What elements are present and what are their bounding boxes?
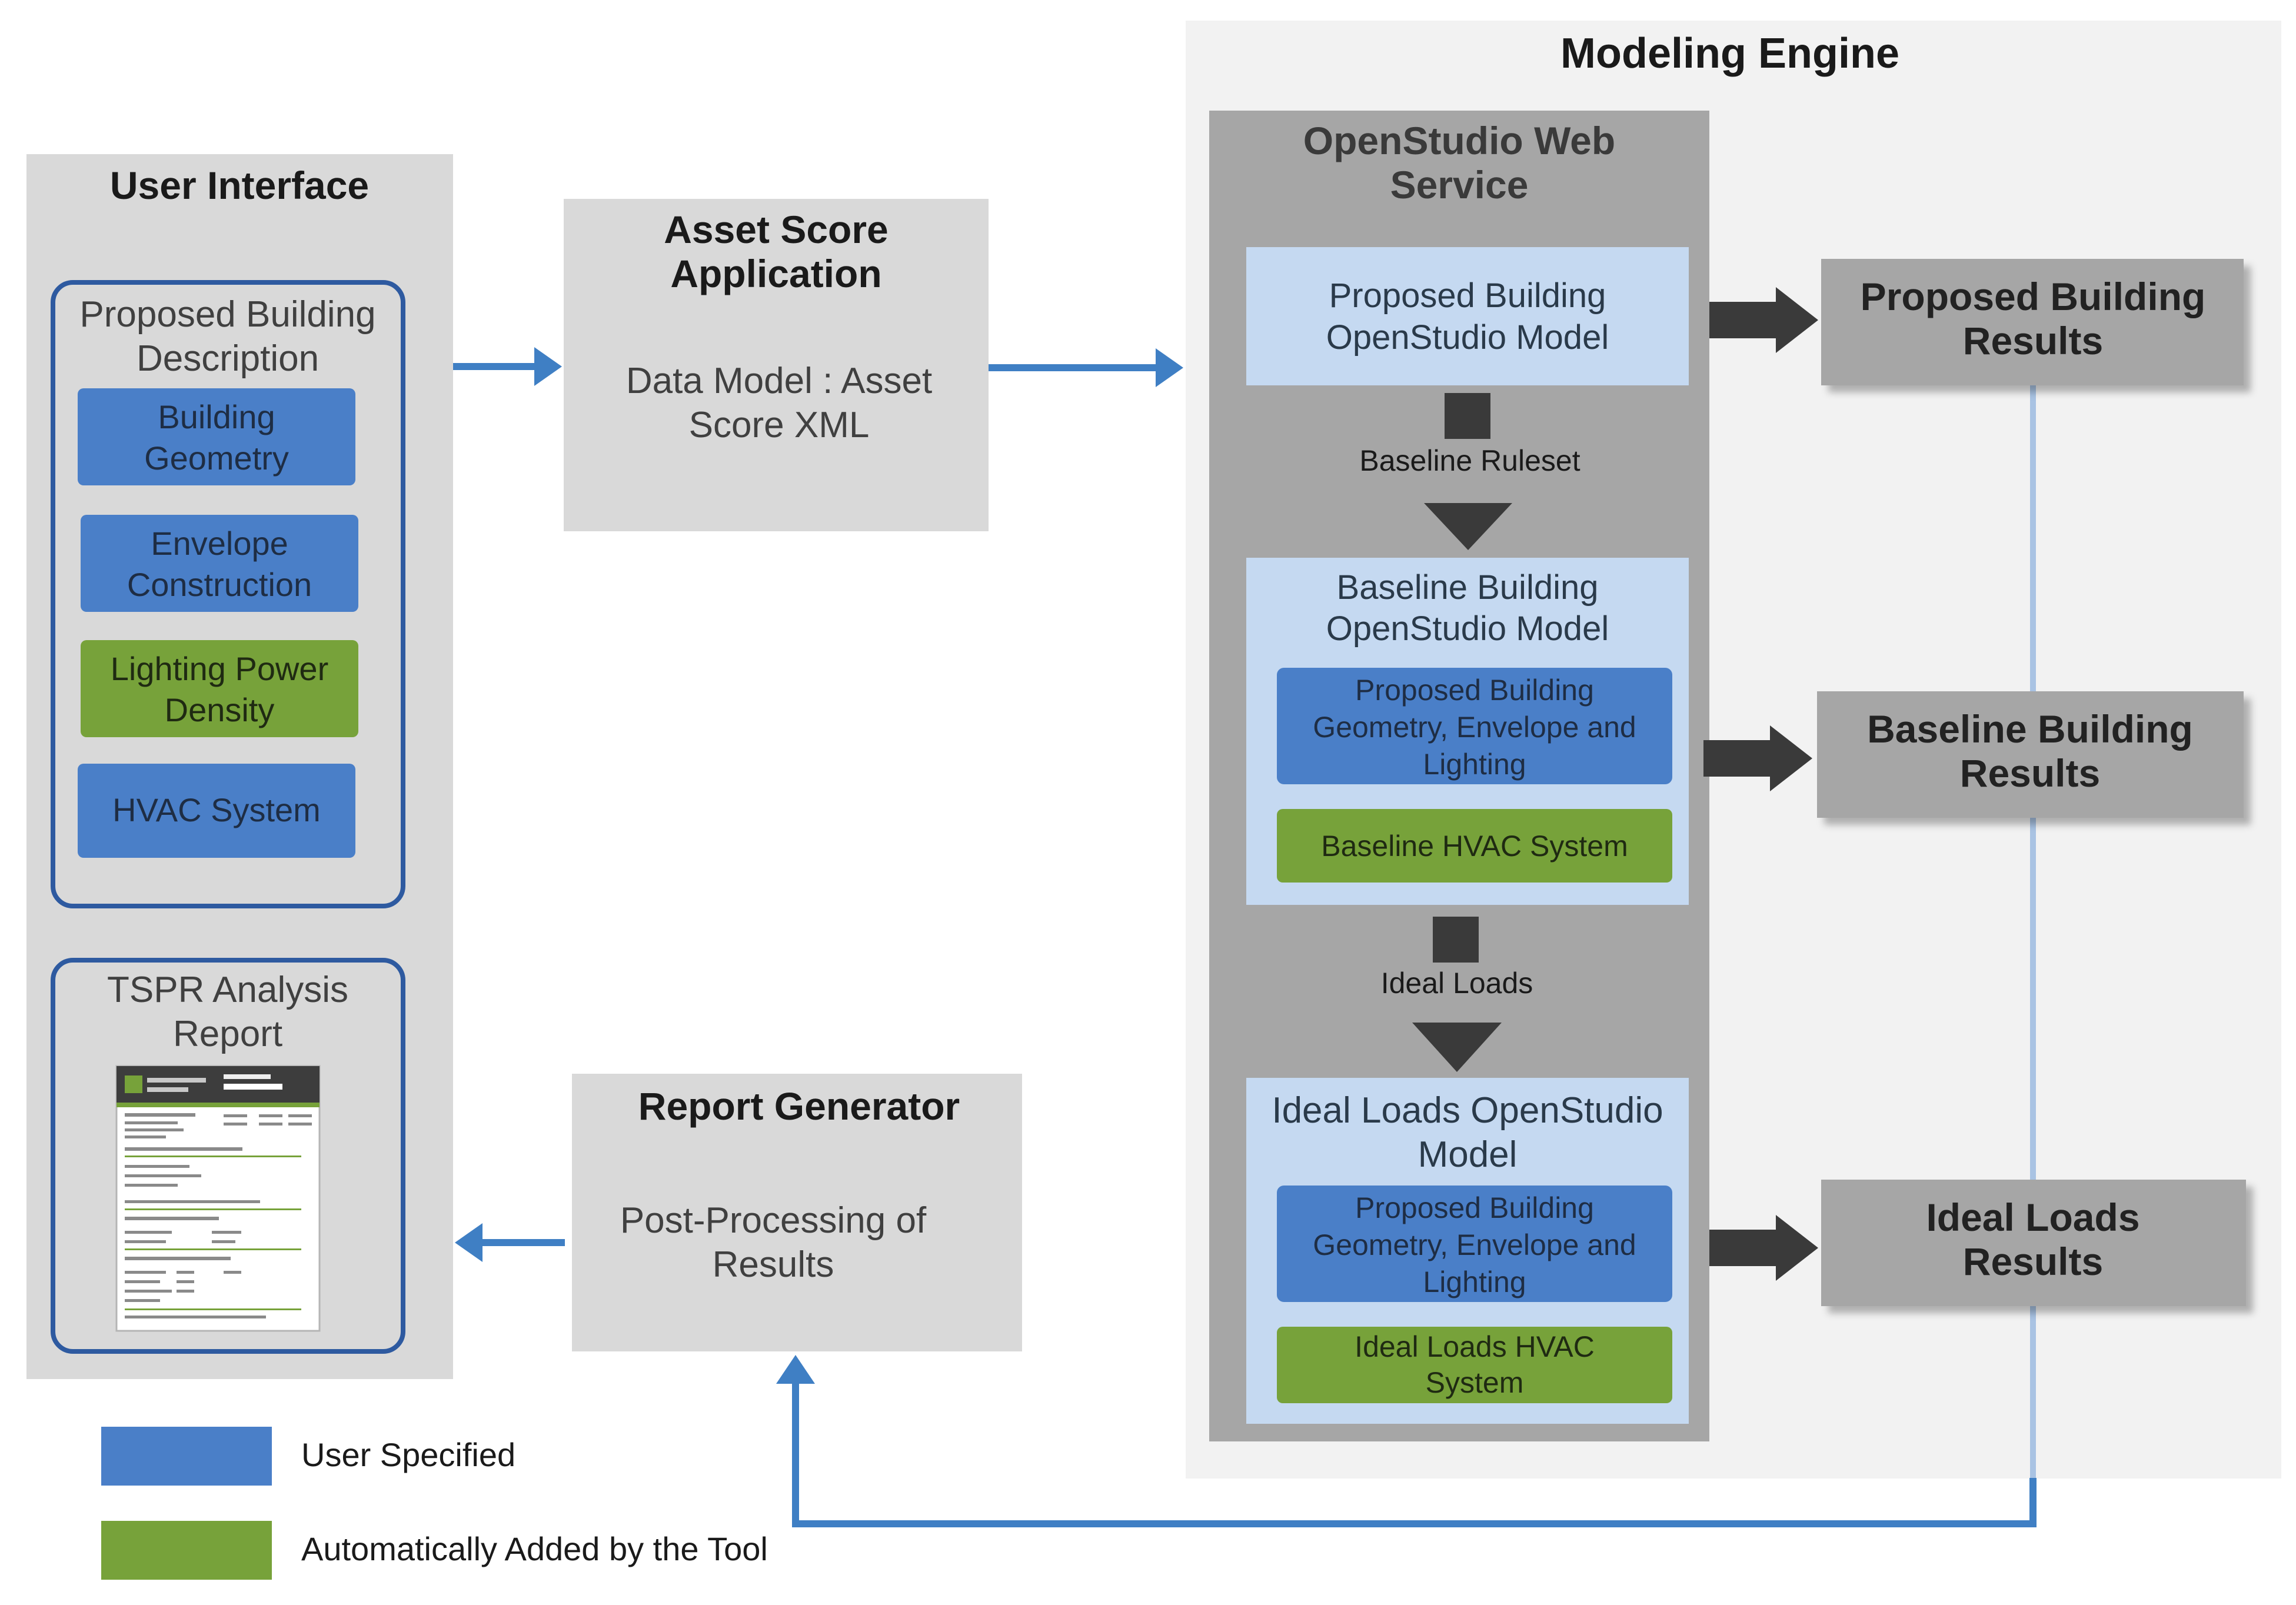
ideal-model-line1: Ideal Loads OpenStudio — [1272, 1090, 1663, 1131]
tspr-report-frame — [51, 958, 405, 1354]
baseline-model-line2: OpenStudio Model — [1326, 610, 1609, 648]
ideal-geometry-box — [1277, 1186, 1672, 1302]
hvac-system-box — [78, 764, 355, 858]
report-generator-body-line1: Post-Processing of — [620, 1200, 927, 1241]
lighting-power-density-line1: Lighting Power — [111, 650, 328, 687]
baseline-hvac-label: Baseline HVAC System — [1321, 830, 1628, 863]
building-geometry-box — [78, 388, 355, 485]
proposed-model-line2: OpenStudio Model — [1326, 318, 1609, 357]
report-generator-to-ui-arrow — [455, 1223, 565, 1262]
web-service-title-line2: Service — [1390, 163, 1529, 207]
baseline-to-results-arrow — [1703, 725, 1812, 791]
baseline-geometry-line2: Geometry, Envelope and — [1313, 711, 1636, 744]
tspr-report-line2: Report — [173, 1014, 282, 1054]
ideal-geometry-line2: Geometry, Envelope and — [1313, 1228, 1636, 1261]
asset-score-body-line2: Score XML — [689, 405, 870, 445]
ideal-hvac-box — [1277, 1327, 1672, 1403]
ideal-model-line2: Model — [1418, 1134, 1518, 1175]
envelope-construction-line2: Construction — [127, 566, 312, 603]
building-geometry-line2: Geometry — [144, 439, 289, 477]
baseline-ruleset-label: Baseline Ruleset — [1359, 444, 1580, 477]
tspr-report-line1: TSPR Analysis — [107, 970, 348, 1010]
report-generator-title: Report Generator — [638, 1084, 960, 1128]
modeling-engine-title: Modeling Engine — [1560, 30, 1899, 77]
baseline-results-box — [1817, 691, 2244, 818]
ui-to-asset-score-arrow — [453, 347, 562, 386]
lighting-power-density-box — [81, 640, 358, 737]
asset-score-title-line2: Application — [670, 252, 881, 295]
baseline-geometry-line1: Proposed Building — [1355, 674, 1594, 707]
asset-score-title-line1: Asset Score — [664, 208, 889, 251]
legend-auto-added-label: Automatically Added by the Tool — [301, 1530, 768, 1567]
proposed-results-line1: Proposed Building — [1861, 275, 2206, 318]
ideal-geometry-line3: Lighting — [1423, 1266, 1526, 1298]
ideal-results-box — [1821, 1180, 2246, 1306]
legend-auto-added-swatch — [101, 1521, 272, 1580]
proposed-description-frame — [51, 280, 405, 908]
results-to-report-generator-arrow — [776, 1355, 2037, 1527]
proposed-to-results-arrow — [1709, 287, 1818, 353]
ideal-loads-arrow-label: Ideal Loads — [1381, 967, 1533, 1000]
baseline-geometry-line3: Lighting — [1423, 748, 1526, 781]
ideal-to-results-arrow — [1709, 1215, 1818, 1281]
report-generator-panel — [572, 1074, 1022, 1351]
baseline-results-line2: Results — [1960, 751, 2100, 795]
legend-user-specified-label: User Specified — [301, 1436, 515, 1473]
user-interface-title: User Interface — [110, 164, 369, 207]
proposed-description-line2: Description — [137, 338, 319, 379]
asset-score-to-engine-arrow — [989, 348, 1183, 387]
ideal-loads-arrow — [1412, 917, 1502, 1072]
ideal-hvac-line2: System — [1426, 1366, 1524, 1399]
proposed-description-line1: Proposed Building — [79, 294, 375, 335]
baseline-ruleset-arrow — [1424, 393, 1512, 550]
envelope-construction-box — [81, 515, 358, 612]
envelope-construction-line1: Envelope — [151, 525, 288, 562]
ideal-geometry-line1: Proposed Building — [1355, 1191, 1594, 1224]
baseline-geometry-box — [1277, 668, 1672, 784]
building-geometry-line1: Building — [158, 398, 275, 435]
ideal-results-line2: Results — [1963, 1240, 2103, 1283]
ideal-results-line1: Ideal Loads — [1926, 1196, 2139, 1239]
ideal-hvac-line1: Ideal Loads HVAC — [1355, 1330, 1595, 1363]
tspr-report-thumbnail — [115, 1065, 321, 1332]
lighting-power-density-line2: Density — [165, 691, 275, 728]
proposed-results-box — [1821, 259, 2244, 385]
proposed-results-line2: Results — [1963, 319, 2103, 362]
baseline-results-line1: Baseline Building — [1867, 707, 2193, 751]
legend-user-specified-swatch — [101, 1427, 272, 1486]
proposed-model-box — [1246, 247, 1689, 385]
asset-score-panel — [564, 199, 989, 531]
proposed-model-line1: Proposed Building — [1329, 277, 1606, 315]
report-generator-body-line2: Results — [713, 1244, 834, 1285]
baseline-model-line1: Baseline Building — [1337, 568, 1599, 607]
baseline-hvac-box — [1277, 809, 1672, 883]
hvac-system-label: HVAC System — [112, 791, 321, 828]
web-service-title-line1: OpenStudio Web — [1303, 119, 1615, 162]
asset-score-body-line1: Data Model : Asset — [626, 361, 932, 401]
